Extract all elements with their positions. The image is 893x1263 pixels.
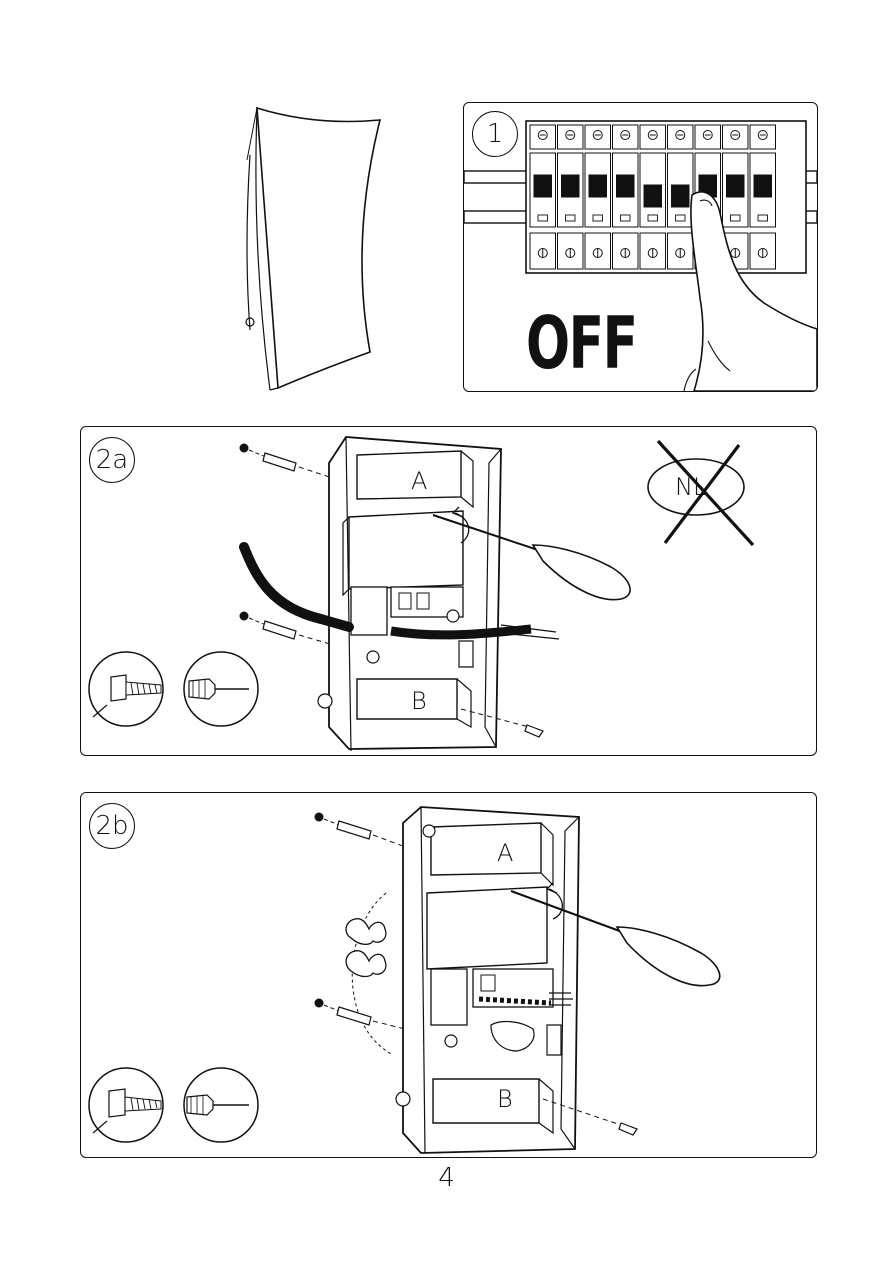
step-label-2a: 2a (89, 437, 135, 483)
step-2a-panel: 2a A B NL (80, 426, 817, 756)
page-number: 4 (0, 1163, 893, 1193)
step-2b-panel: 2b A B (80, 792, 817, 1158)
bracket-label-a: A (411, 467, 427, 495)
lamp-illustration (230, 100, 390, 400)
mounting-box-2b-illustration (81, 793, 816, 1157)
off-status-text: OFF (526, 301, 637, 385)
mains-cable-icon (244, 547, 321, 619)
bracket-label-b: B (411, 687, 427, 715)
prohibited-symbol-label: NL (675, 473, 706, 501)
bracket-label-b-2b: B (497, 1085, 513, 1113)
step-1-panel: 1 OFF (463, 102, 818, 392)
screwdriver-icon (533, 545, 630, 600)
step-label-1: 1 (472, 111, 518, 157)
bracket-label-a-2b: A (497, 839, 513, 867)
screw-icon (525, 725, 543, 737)
breaker-panel-icon (464, 103, 817, 391)
wall-plug-icon (263, 453, 296, 471)
drill-hole-icon (240, 444, 249, 453)
step-label-2b: 2b (89, 803, 135, 849)
lamp-icon (230, 100, 390, 400)
